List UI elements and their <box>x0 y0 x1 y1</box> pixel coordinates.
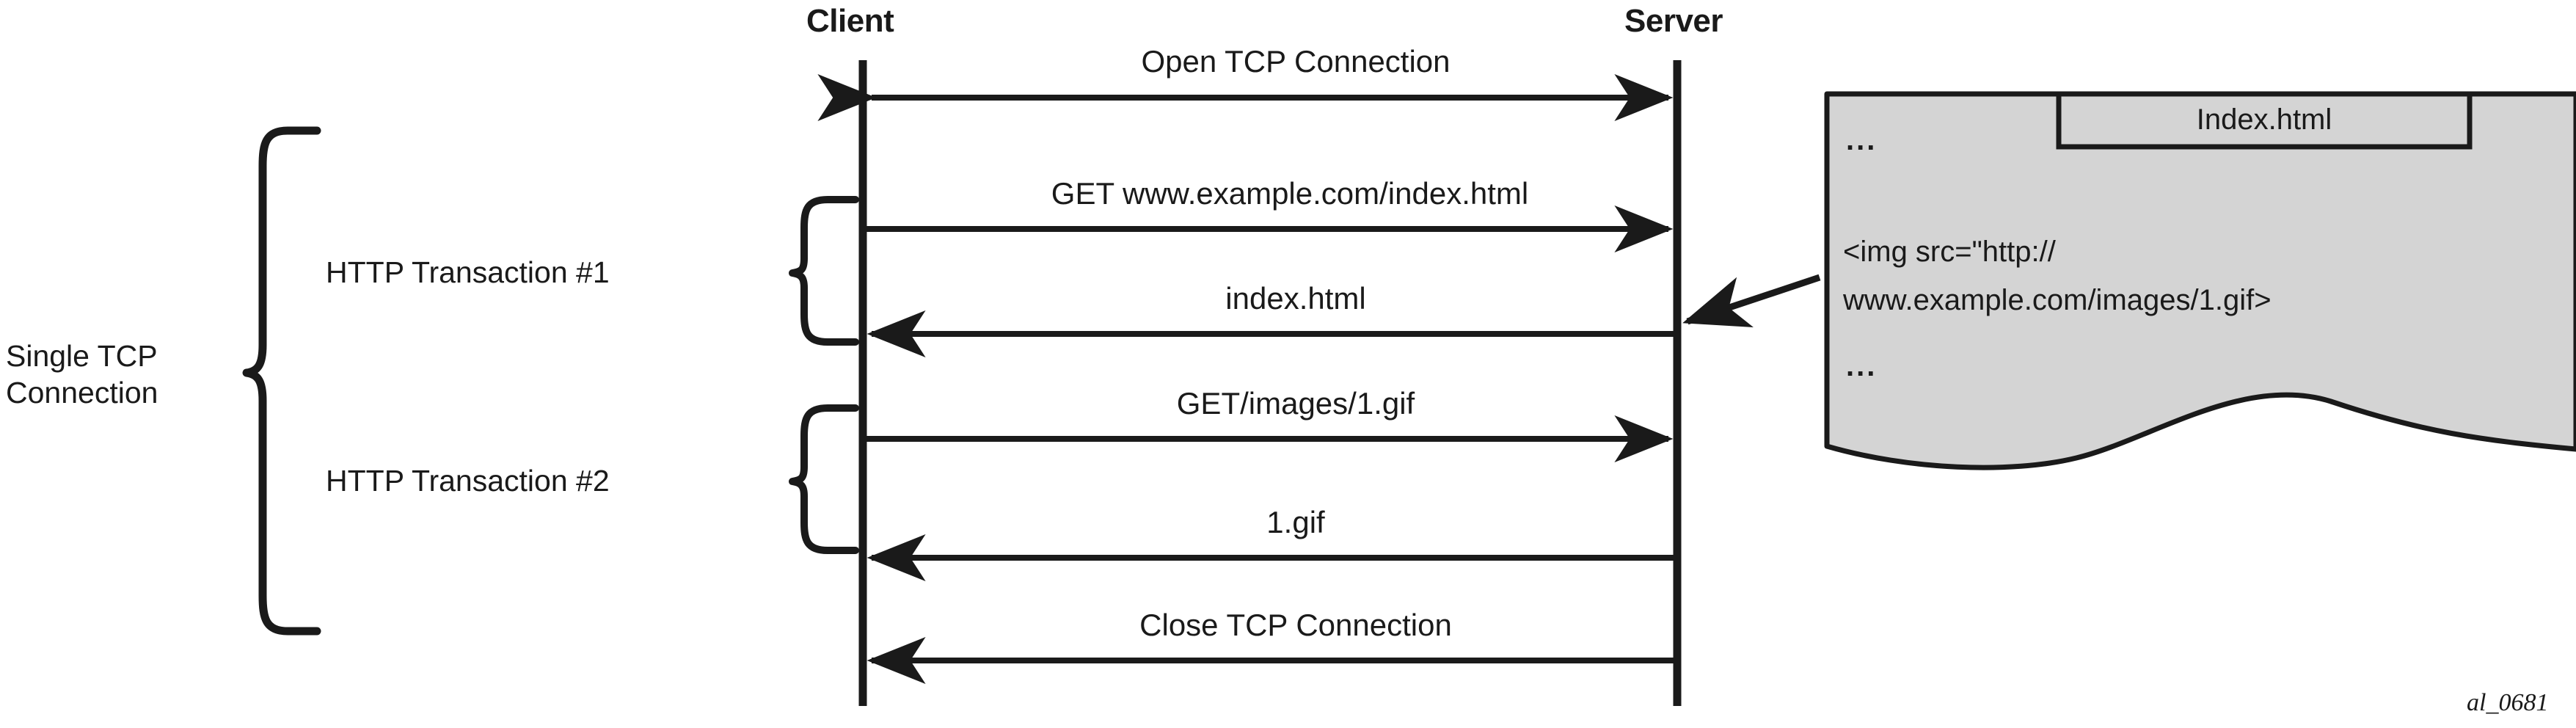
document-body-line-2: www.example.com/images/1.gif> <box>1843 284 2272 316</box>
transaction-1-brace <box>789 196 859 346</box>
message-label-get-index-html: GET www.example.com/index.html <box>1051 176 1529 211</box>
document-ellipsis-top: ... <box>1846 124 1878 156</box>
outer-brace <box>242 126 321 636</box>
actor-label-server: Server <box>1624 3 1723 39</box>
message-label-get-images-1-gif: GET/images/1.gif <box>1176 386 1415 421</box>
figure-id-label: al_0681 <box>2467 689 2549 716</box>
transaction-2-brace <box>789 404 859 554</box>
http-transaction-2-label: HTTP Transaction #2 <box>326 464 610 498</box>
message-label-close-tcp-connection: Close TCP Connection <box>1139 608 1452 642</box>
message-label-1-gif: 1.gif <box>1266 505 1325 539</box>
document-to-server-arrow <box>1682 274 1821 327</box>
index-html-document-shape <box>1824 91 2576 470</box>
single-tcp-connection-label-line2: Connection <box>6 376 158 410</box>
message-label-index-html: index.html <box>1225 281 1366 316</box>
single-tcp-connection-label: Single TCP Connection <box>6 338 158 411</box>
document-body-line-1: <img src="http:// <box>1843 236 2056 268</box>
document-title-index-html: Index.html <box>2196 103 2332 136</box>
message-label-open-tcp-connection: Open TCP Connection <box>1141 44 1451 79</box>
http-transaction-1-label: HTTP Transaction #1 <box>326 255 610 289</box>
actor-label-client: Client <box>806 3 894 39</box>
single-tcp-connection-label-line1: Single TCP <box>6 339 158 373</box>
document-ellipsis-bottom: ... <box>1846 350 1878 382</box>
